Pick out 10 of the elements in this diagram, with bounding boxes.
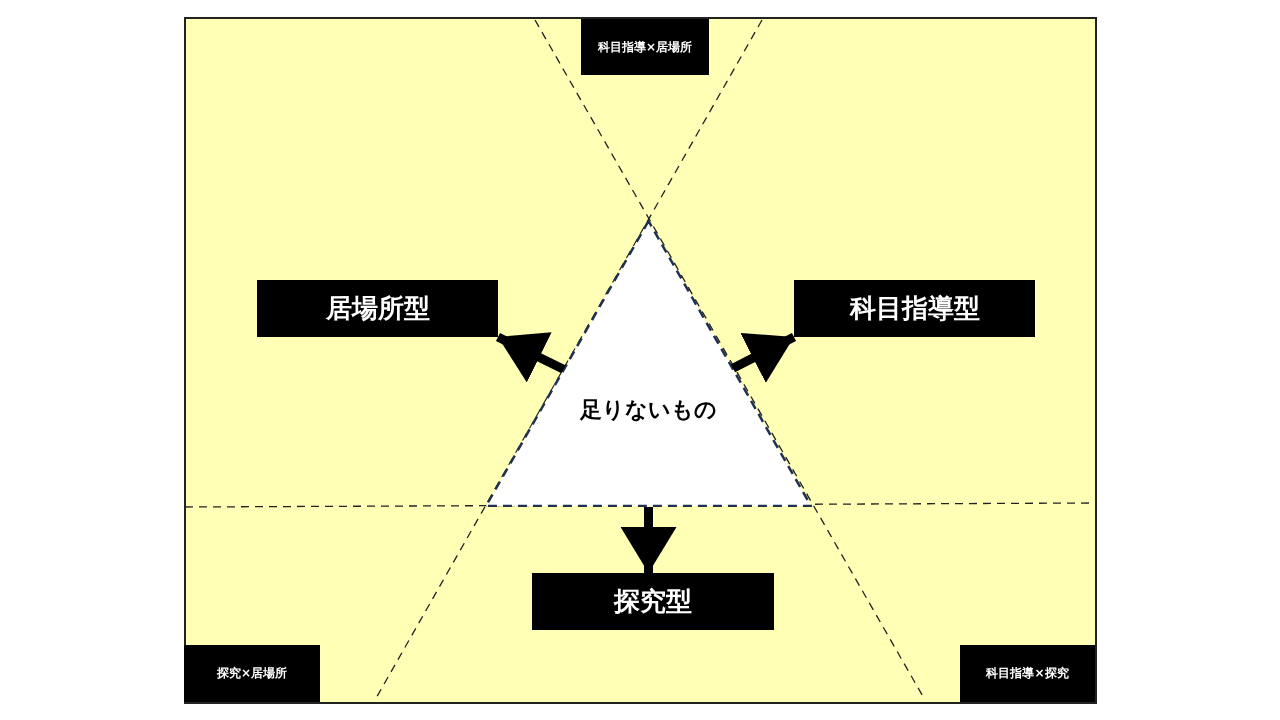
label-box: 探究×居場所 [184,645,320,702]
node-text: 足りないもの [578,396,718,424]
label-box: 居場所型 [257,280,498,337]
label-box: 科目指導×居場所 [581,19,709,75]
label-box: 探究型 [532,573,774,630]
label-box: 科目指導×探究 [960,645,1095,702]
block-arrow [620,507,677,573]
block-arrow [730,333,797,383]
label-box: 科目指導型 [794,280,1035,337]
block-arrow [496,332,566,383]
